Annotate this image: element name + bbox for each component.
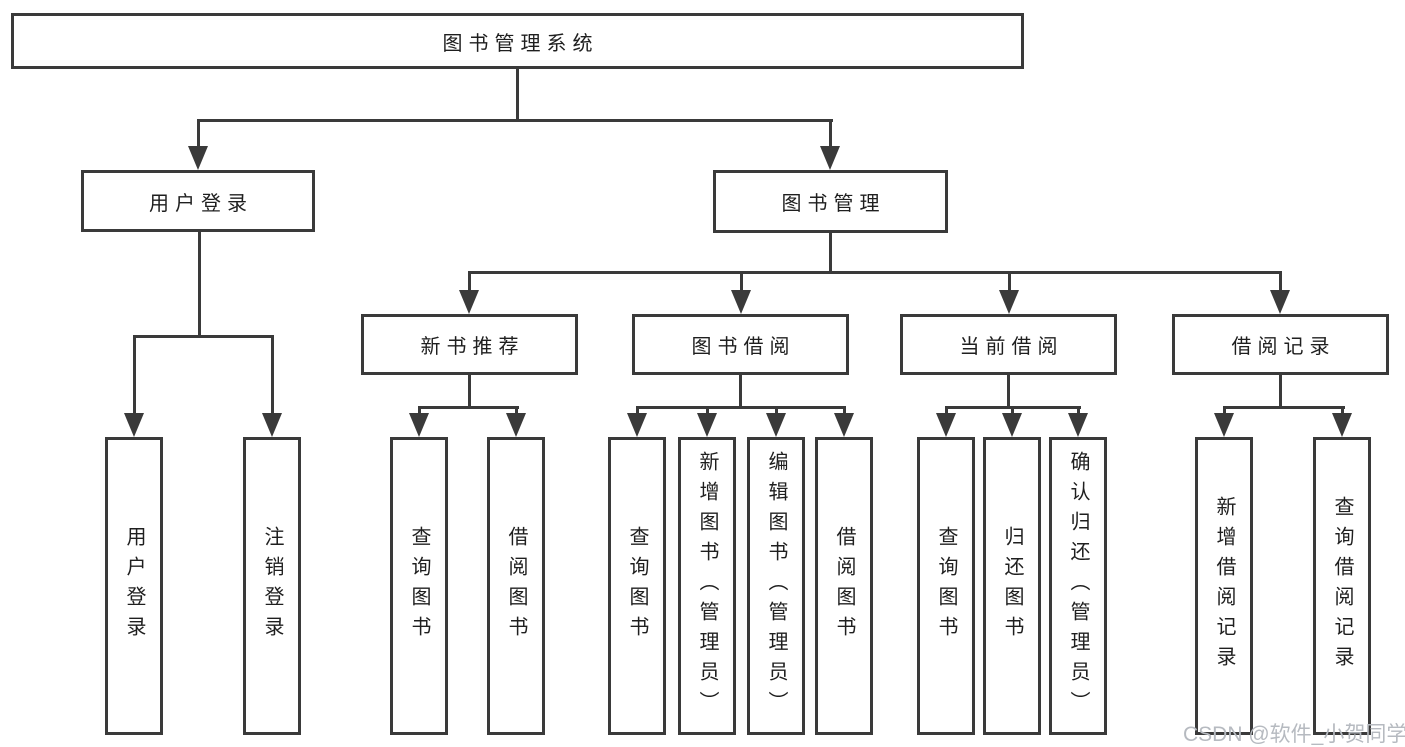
leaf-confirm-return-admin: 确认归还（管理员） [1049,437,1107,735]
leaf-borrow-books-label: 借阅图书 [833,526,855,646]
node-user-login-label: 用户登录 [149,192,253,215]
node-book-borrowing-label: 图书借阅 [691,336,796,358]
connector-borrow-records-rail [1223,406,1345,409]
connector-user-login-stem [198,231,201,337]
arrow-to-leaf-user-login [124,335,144,437]
connector-book-management-stem [829,232,832,273]
leaf-add-books-admin-label: 新增图书（管理员） [696,451,718,721]
arrow-to-borrow-records [1270,271,1290,314]
node-book-borrowing: 图书借阅 [632,314,849,375]
leaf-logout: 注销登录 [243,437,301,735]
arrow-to-book-management [820,119,840,170]
leaf-add-borrow-record-label: 新增借阅记录 [1213,496,1235,676]
arrow-to-leaf-add-books-admin [697,406,717,437]
arrow-to-leaf-add-borrow-record [1214,406,1234,437]
leaf-add-borrow-record: 新增借阅记录 [1195,437,1253,735]
node-borrow-records: 借阅记录 [1172,314,1389,375]
leaf-logout-label: 注销登录 [261,526,283,646]
node-current-borrowing-label: 当前借阅 [959,336,1064,358]
leaf-edit-books-admin-label: 编辑图书（管理员） [765,451,787,721]
arrow-to-leaf-edit-books-admin [766,406,786,437]
arrow-to-leaf-borrow-books [834,406,854,437]
leaf-borrow-books-recommend: 借阅图书 [487,437,545,735]
leaf-query-books-recommend-label: 查询图书 [408,526,430,646]
node-book-management: 图书管理 [713,170,948,233]
arrow-to-new-book-recommend [459,271,479,314]
leaf-query-books-current-label: 查询图书 [935,526,957,646]
node-user-login: 用户登录 [81,170,315,232]
arrow-to-current-borrowing [999,271,1019,314]
arrow-to-leaf-query-borrow-record [1332,406,1352,437]
arrow-to-book-borrowing [731,271,751,314]
arrow-to-leaf-query-books-recommend [409,406,429,437]
leaf-borrow-books-recommend-label: 借阅图书 [505,526,527,646]
connector-book-borrowing-stem [739,374,742,408]
leaf-query-books-borrowing-label: 查询图书 [626,526,648,646]
arrow-to-leaf-query-books-current [936,406,956,437]
arrow-to-leaf-borrow-books-recommend [506,406,526,437]
leaf-confirm-return-admin-label: 确认归还（管理员） [1067,451,1089,721]
connector-book-borrowing-rail [636,406,846,409]
leaf-query-books-recommend: 查询图书 [390,437,448,735]
connector-root-stem [516,68,519,121]
connector-user-login-rail [133,335,274,338]
node-borrow-records-label: 借阅记录 [1231,336,1336,358]
connector-new-book-rail [418,406,519,409]
arrow-to-leaf-confirm-return-admin [1068,406,1088,437]
node-root: 图书管理系统 [11,13,1024,69]
leaf-query-borrow-record: 查询借阅记录 [1313,437,1371,735]
node-current-borrowing: 当前借阅 [900,314,1117,375]
connector-book-management-rail [468,271,1282,274]
connector-root-rail [197,119,833,122]
csdn-watermark: CSDN @软件_小贺同学 [1183,723,1405,746]
leaf-add-books-admin: 新增图书（管理员） [678,437,736,735]
arrow-to-leaf-query-books-borrowing [627,406,647,437]
arrow-to-leaf-return-books [1002,406,1022,437]
leaf-user-login: 用户登录 [105,437,163,735]
node-book-management-label: 图书管理 [781,193,886,215]
arrow-to-user-login [188,119,208,170]
node-new-book-recommend: 新书推荐 [361,314,578,375]
leaf-return-books: 归还图书 [983,437,1041,735]
leaf-return-books-label: 归还图书 [1001,526,1023,646]
node-root-label: 图书管理系统 [442,32,599,55]
leaf-query-borrow-record-label: 查询借阅记录 [1331,496,1353,676]
connector-current-borrowing-stem [1007,374,1010,408]
arrow-to-leaf-logout [262,335,282,437]
leaf-borrow-books: 借阅图书 [815,437,873,735]
leaf-user-login-label: 用户登录 [123,526,145,646]
leaf-query-books-borrowing: 查询图书 [608,437,666,735]
leaf-edit-books-admin: 编辑图书（管理员） [747,437,805,735]
connector-borrow-records-stem [1279,374,1282,408]
node-new-book-recommend-label: 新书推荐 [420,336,525,358]
leaf-query-books-current: 查询图书 [917,437,975,735]
connector-new-book-stem [468,374,471,408]
